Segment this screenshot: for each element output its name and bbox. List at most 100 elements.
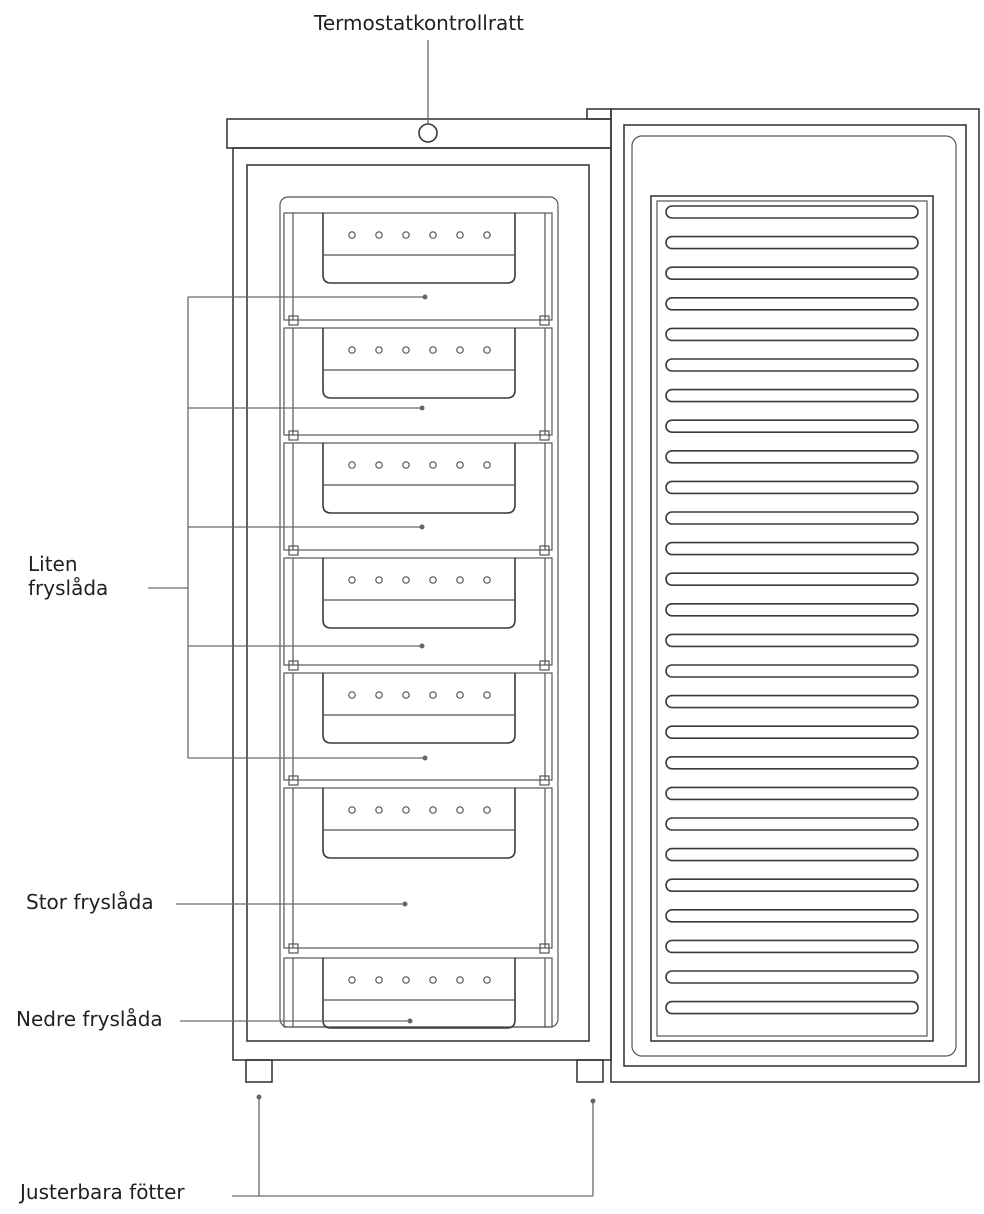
drawer-clip bbox=[539, 775, 550, 786]
vent-hole-icon bbox=[402, 461, 410, 469]
drawer-handle bbox=[322, 788, 516, 859]
drawer-clip bbox=[539, 545, 550, 556]
vent-hole-icon bbox=[429, 461, 437, 469]
vent-hole-icon bbox=[429, 976, 437, 984]
drawer-clip bbox=[539, 943, 550, 954]
drawer-clip bbox=[539, 315, 550, 326]
vent-hole-icon bbox=[429, 576, 437, 584]
drawer-clip bbox=[288, 660, 299, 671]
small-drawer bbox=[283, 212, 553, 326]
label-feet: Justerbara fötter bbox=[20, 1180, 185, 1204]
vent-hole-icon bbox=[348, 976, 356, 984]
bottom-drawer bbox=[283, 957, 553, 1029]
vent-hole-icon bbox=[483, 806, 491, 814]
door-slats bbox=[665, 205, 919, 1015]
vent-hole-icon bbox=[483, 576, 491, 584]
vent-hole-icon bbox=[348, 461, 356, 469]
door-slat bbox=[665, 878, 919, 893]
drawer-clip bbox=[539, 660, 550, 671]
vent-hole-icon bbox=[375, 691, 383, 699]
small-drawer bbox=[283, 557, 553, 671]
vent-hole-icon bbox=[456, 691, 464, 699]
foot-left bbox=[245, 1059, 273, 1083]
vent-hole-icon bbox=[375, 346, 383, 354]
vent-hole-icon bbox=[456, 576, 464, 584]
drawer-stack bbox=[283, 212, 553, 1029]
door-slat bbox=[665, 694, 919, 709]
drawer-handle bbox=[322, 958, 516, 1029]
drawer-handle bbox=[322, 558, 516, 629]
door-slat bbox=[665, 327, 919, 342]
door-slat bbox=[665, 970, 919, 984]
door-slat bbox=[665, 511, 919, 525]
label-large-drawer: Stor fryslåda bbox=[26, 890, 154, 914]
vent-hole-icon bbox=[456, 231, 464, 239]
vent-hole-icon bbox=[483, 691, 491, 699]
drawer-clip bbox=[288, 775, 299, 786]
foot-right bbox=[576, 1059, 604, 1083]
drawer-handle bbox=[322, 443, 516, 514]
door-slat bbox=[665, 572, 919, 587]
drawer-clip bbox=[288, 545, 299, 556]
door-slat bbox=[665, 480, 919, 495]
door-hinge bbox=[586, 108, 612, 120]
vent-hole-icon bbox=[483, 976, 491, 984]
vent-hole-icon bbox=[402, 806, 410, 814]
door-slat bbox=[665, 908, 919, 923]
drawer-clip bbox=[288, 943, 299, 954]
door-slat bbox=[665, 266, 919, 281]
vent-hole-icon bbox=[402, 346, 410, 354]
vent-hole-icon bbox=[483, 346, 491, 354]
vent-hole-icon bbox=[402, 576, 410, 584]
door-slat bbox=[665, 786, 919, 801]
label-thermostat: Termostatkontrollratt bbox=[314, 11, 524, 35]
vent-hole-icon bbox=[375, 461, 383, 469]
drawer-handle bbox=[322, 213, 516, 284]
vent-hole-icon bbox=[348, 691, 356, 699]
vent-hole-icon bbox=[456, 976, 464, 984]
vent-hole-icon bbox=[456, 346, 464, 354]
label-small-drawer-line1: Liten bbox=[28, 552, 78, 576]
door-slat bbox=[665, 1000, 919, 1015]
vent-hole-icon bbox=[348, 806, 356, 814]
small-drawer bbox=[283, 442, 553, 556]
vent-hole-icon bbox=[483, 231, 491, 239]
large-drawer bbox=[283, 787, 553, 954]
drawer-clip bbox=[539, 430, 550, 441]
drawer-handle bbox=[322, 673, 516, 744]
thermostat-knob-icon bbox=[418, 123, 438, 143]
cabinet-body bbox=[232, 147, 612, 1061]
vent-hole-icon bbox=[456, 806, 464, 814]
door-slat bbox=[665, 358, 919, 372]
door-slat bbox=[665, 755, 919, 770]
door-slat bbox=[665, 388, 919, 403]
vent-hole-icon bbox=[348, 346, 356, 354]
leader-bottom-drawer bbox=[180, 1018, 413, 1024]
label-small-drawer-line2: fryslåda bbox=[28, 576, 109, 600]
vent-hole-icon bbox=[348, 231, 356, 239]
door-slat bbox=[665, 725, 919, 740]
door-slat bbox=[665, 847, 919, 862]
drawer-clip bbox=[288, 430, 299, 441]
vent-hole-icon bbox=[402, 691, 410, 699]
vent-hole-icon bbox=[375, 231, 383, 239]
drawer-handle bbox=[322, 328, 516, 399]
label-bottom-drawer: Nedre fryslåda bbox=[16, 1007, 163, 1031]
vent-hole-icon bbox=[375, 576, 383, 584]
door-slat bbox=[665, 449, 919, 464]
door-slat bbox=[665, 205, 919, 219]
freezer-door bbox=[610, 108, 980, 1083]
door-slat bbox=[665, 602, 919, 617]
vent-hole-icon bbox=[375, 976, 383, 984]
door-slat bbox=[665, 817, 919, 831]
door-slat bbox=[665, 235, 919, 250]
door-slat bbox=[665, 664, 919, 678]
adjustable-feet bbox=[245, 1059, 604, 1083]
small-drawer bbox=[283, 327, 553, 441]
vent-hole-icon bbox=[456, 461, 464, 469]
small-drawer bbox=[283, 672, 553, 786]
vent-hole-icon bbox=[402, 976, 410, 984]
door-slat bbox=[665, 939, 919, 954]
vent-hole-icon bbox=[429, 691, 437, 699]
